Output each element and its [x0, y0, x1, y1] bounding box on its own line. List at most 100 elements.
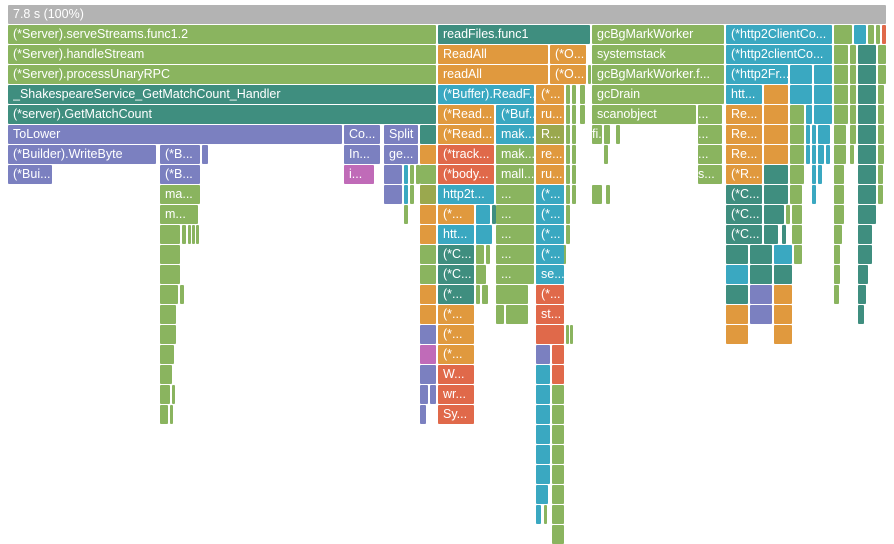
flamegraph-frame[interactable] [812, 185, 816, 204]
flamegraph-frame[interactable] [726, 305, 748, 324]
flamegraph-frame[interactable]: (*Read... [438, 125, 494, 144]
flamegraph-frame[interactable] [858, 65, 876, 84]
flamegraph-frame[interactable] [160, 365, 172, 384]
flamegraph-frame[interactable] [858, 265, 868, 284]
flamegraph-frame[interactable] [858, 85, 876, 104]
flamegraph-frame[interactable]: R... [536, 125, 564, 144]
flamegraph-frame[interactable]: se... [536, 265, 564, 284]
flamegraph-frame[interactable] [552, 505, 564, 524]
flamegraph-frame[interactable] [196, 225, 199, 244]
flamegraph-frame[interactable] [616, 125, 620, 144]
flamegraph-frame[interactable]: (*Read... [438, 105, 494, 124]
flamegraph-frame[interactable] [806, 105, 812, 124]
flamegraph-frame[interactable]: (*... [536, 225, 564, 244]
flamegraph-frame[interactable] [790, 185, 802, 204]
flamegraph-frame[interactable] [850, 65, 856, 84]
flamegraph-frame[interactable] [764, 185, 788, 204]
flamegraph-frame[interactable] [420, 245, 436, 264]
flamegraph-frame[interactable]: W... [438, 365, 474, 384]
flamegraph-frame[interactable] [834, 125, 846, 144]
flamegraph-frame[interactable]: (*Bui... [8, 165, 52, 184]
flamegraph-frame[interactable] [536, 465, 550, 484]
flamegraph-frame[interactable] [834, 225, 842, 244]
flamegraph-frame[interactable] [544, 505, 547, 524]
flamegraph-frame[interactable] [160, 325, 176, 344]
flamegraph-frame[interactable]: st... [536, 305, 564, 324]
flamegraph-frame[interactable] [566, 85, 570, 104]
flamegraph-frame[interactable]: mak... [496, 125, 534, 144]
flamegraph-frame[interactable] [160, 245, 180, 264]
flamegraph-frame[interactable] [416, 165, 420, 184]
flamegraph-frame[interactable] [806, 145, 810, 164]
flamegraph-frame[interactable] [750, 305, 772, 324]
flamegraph-frame[interactable] [850, 125, 856, 144]
flamegraph-frame[interactable] [858, 205, 876, 224]
flamegraph-frame[interactable] [552, 525, 564, 544]
flamegraph-frame[interactable] [420, 345, 436, 364]
flamegraph-frame[interactable] [420, 205, 436, 224]
flamegraph-frame[interactable]: (*... [438, 205, 474, 224]
flamegraph-frame[interactable]: (*track... [438, 145, 494, 164]
flamegraph-frame[interactable]: mall... [496, 165, 534, 184]
flamegraph-frame[interactable] [834, 105, 848, 124]
flamegraph-frame[interactable] [492, 205, 496, 224]
flamegraph-frame[interactable] [850, 45, 856, 64]
flamegraph-frame[interactable] [476, 225, 492, 244]
flamegraph-frame[interactable] [536, 325, 564, 344]
flamegraph-frame[interactable] [536, 485, 548, 504]
flamegraph-frame[interactable]: ... [698, 105, 722, 124]
flamegraph-frame[interactable] [878, 65, 886, 84]
flamegraph-frame[interactable] [774, 265, 792, 284]
flamegraph-frame[interactable]: Re... [726, 145, 762, 164]
flamegraph-frame[interactable]: Re... [726, 105, 762, 124]
flamegraph-frame[interactable] [764, 125, 788, 144]
flamegraph-frame[interactable]: ru... [536, 105, 564, 124]
flamegraph-frame[interactable]: (*http2ClientCo... [726, 25, 832, 44]
flamegraph-frame[interactable] [812, 165, 816, 184]
flamegraph-frame[interactable]: gcBgMarkWorker [592, 25, 724, 44]
flamegraph-frame[interactable] [182, 225, 186, 244]
flamegraph-frame[interactable]: (*body... [438, 165, 494, 184]
flamegraph-frame[interactable]: (*C... [438, 265, 474, 284]
flamegraph-frame[interactable] [572, 125, 576, 144]
flamegraph-frame[interactable] [566, 105, 570, 124]
flamegraph-frame[interactable] [826, 145, 830, 164]
flamegraph-frame[interactable] [878, 185, 883, 204]
flamegraph-frame[interactable]: (*... [536, 245, 564, 264]
flamegraph-frame[interactable] [160, 345, 174, 364]
flamegraph-frame[interactable] [774, 325, 792, 344]
flamegraph-frame[interactable] [566, 205, 570, 224]
flamegraph-frame[interactable] [476, 265, 486, 284]
flamegraph-frame[interactable] [782, 225, 786, 244]
flamegraph-frame[interactable] [818, 165, 822, 184]
flamegraph-frame[interactable] [834, 265, 840, 284]
flamegraph-frame[interactable] [404, 165, 408, 184]
flamegraph-frame[interactable] [812, 145, 816, 164]
flamegraph-frame[interactable] [580, 85, 585, 104]
flamegraph-frame[interactable]: re... [536, 145, 564, 164]
flamegraph-frame[interactable]: In... [344, 145, 380, 164]
flamegraph-frame[interactable] [750, 245, 772, 264]
flamegraph-frame[interactable]: ma... [160, 185, 200, 204]
flamegraph-frame[interactable] [496, 305, 504, 324]
flamegraph-frame[interactable]: (*... [438, 325, 474, 344]
flamegraph-frame[interactable]: gcDrain [592, 85, 724, 104]
flamegraph-frame[interactable]: (*Server).serveStreams.func1.2 [8, 25, 436, 44]
flamegraph-frame[interactable] [476, 245, 484, 264]
flamegraph-frame[interactable]: (*R... [726, 165, 762, 184]
flamegraph-frame[interactable] [834, 25, 852, 44]
flamegraph-frame[interactable] [486, 245, 490, 264]
flamegraph-frame[interactable] [160, 265, 180, 284]
flamegraph-frame[interactable]: scanobject [592, 105, 696, 124]
flamegraph-frame[interactable]: (*C... [726, 205, 762, 224]
flamegraph-frame[interactable] [420, 185, 436, 204]
flamegraph-frame[interactable] [858, 45, 876, 64]
flamegraph-frame[interactable] [806, 125, 810, 144]
flamegraph-frame[interactable] [726, 325, 748, 344]
flamegraph-frame[interactable]: (*Server).processUnaryRPC [8, 65, 436, 84]
flamegraph-frame[interactable] [384, 185, 402, 204]
flamegraph-frame[interactable] [834, 45, 848, 64]
flamegraph-frame[interactable] [764, 105, 788, 124]
flamegraph-frame[interactable] [792, 225, 802, 244]
